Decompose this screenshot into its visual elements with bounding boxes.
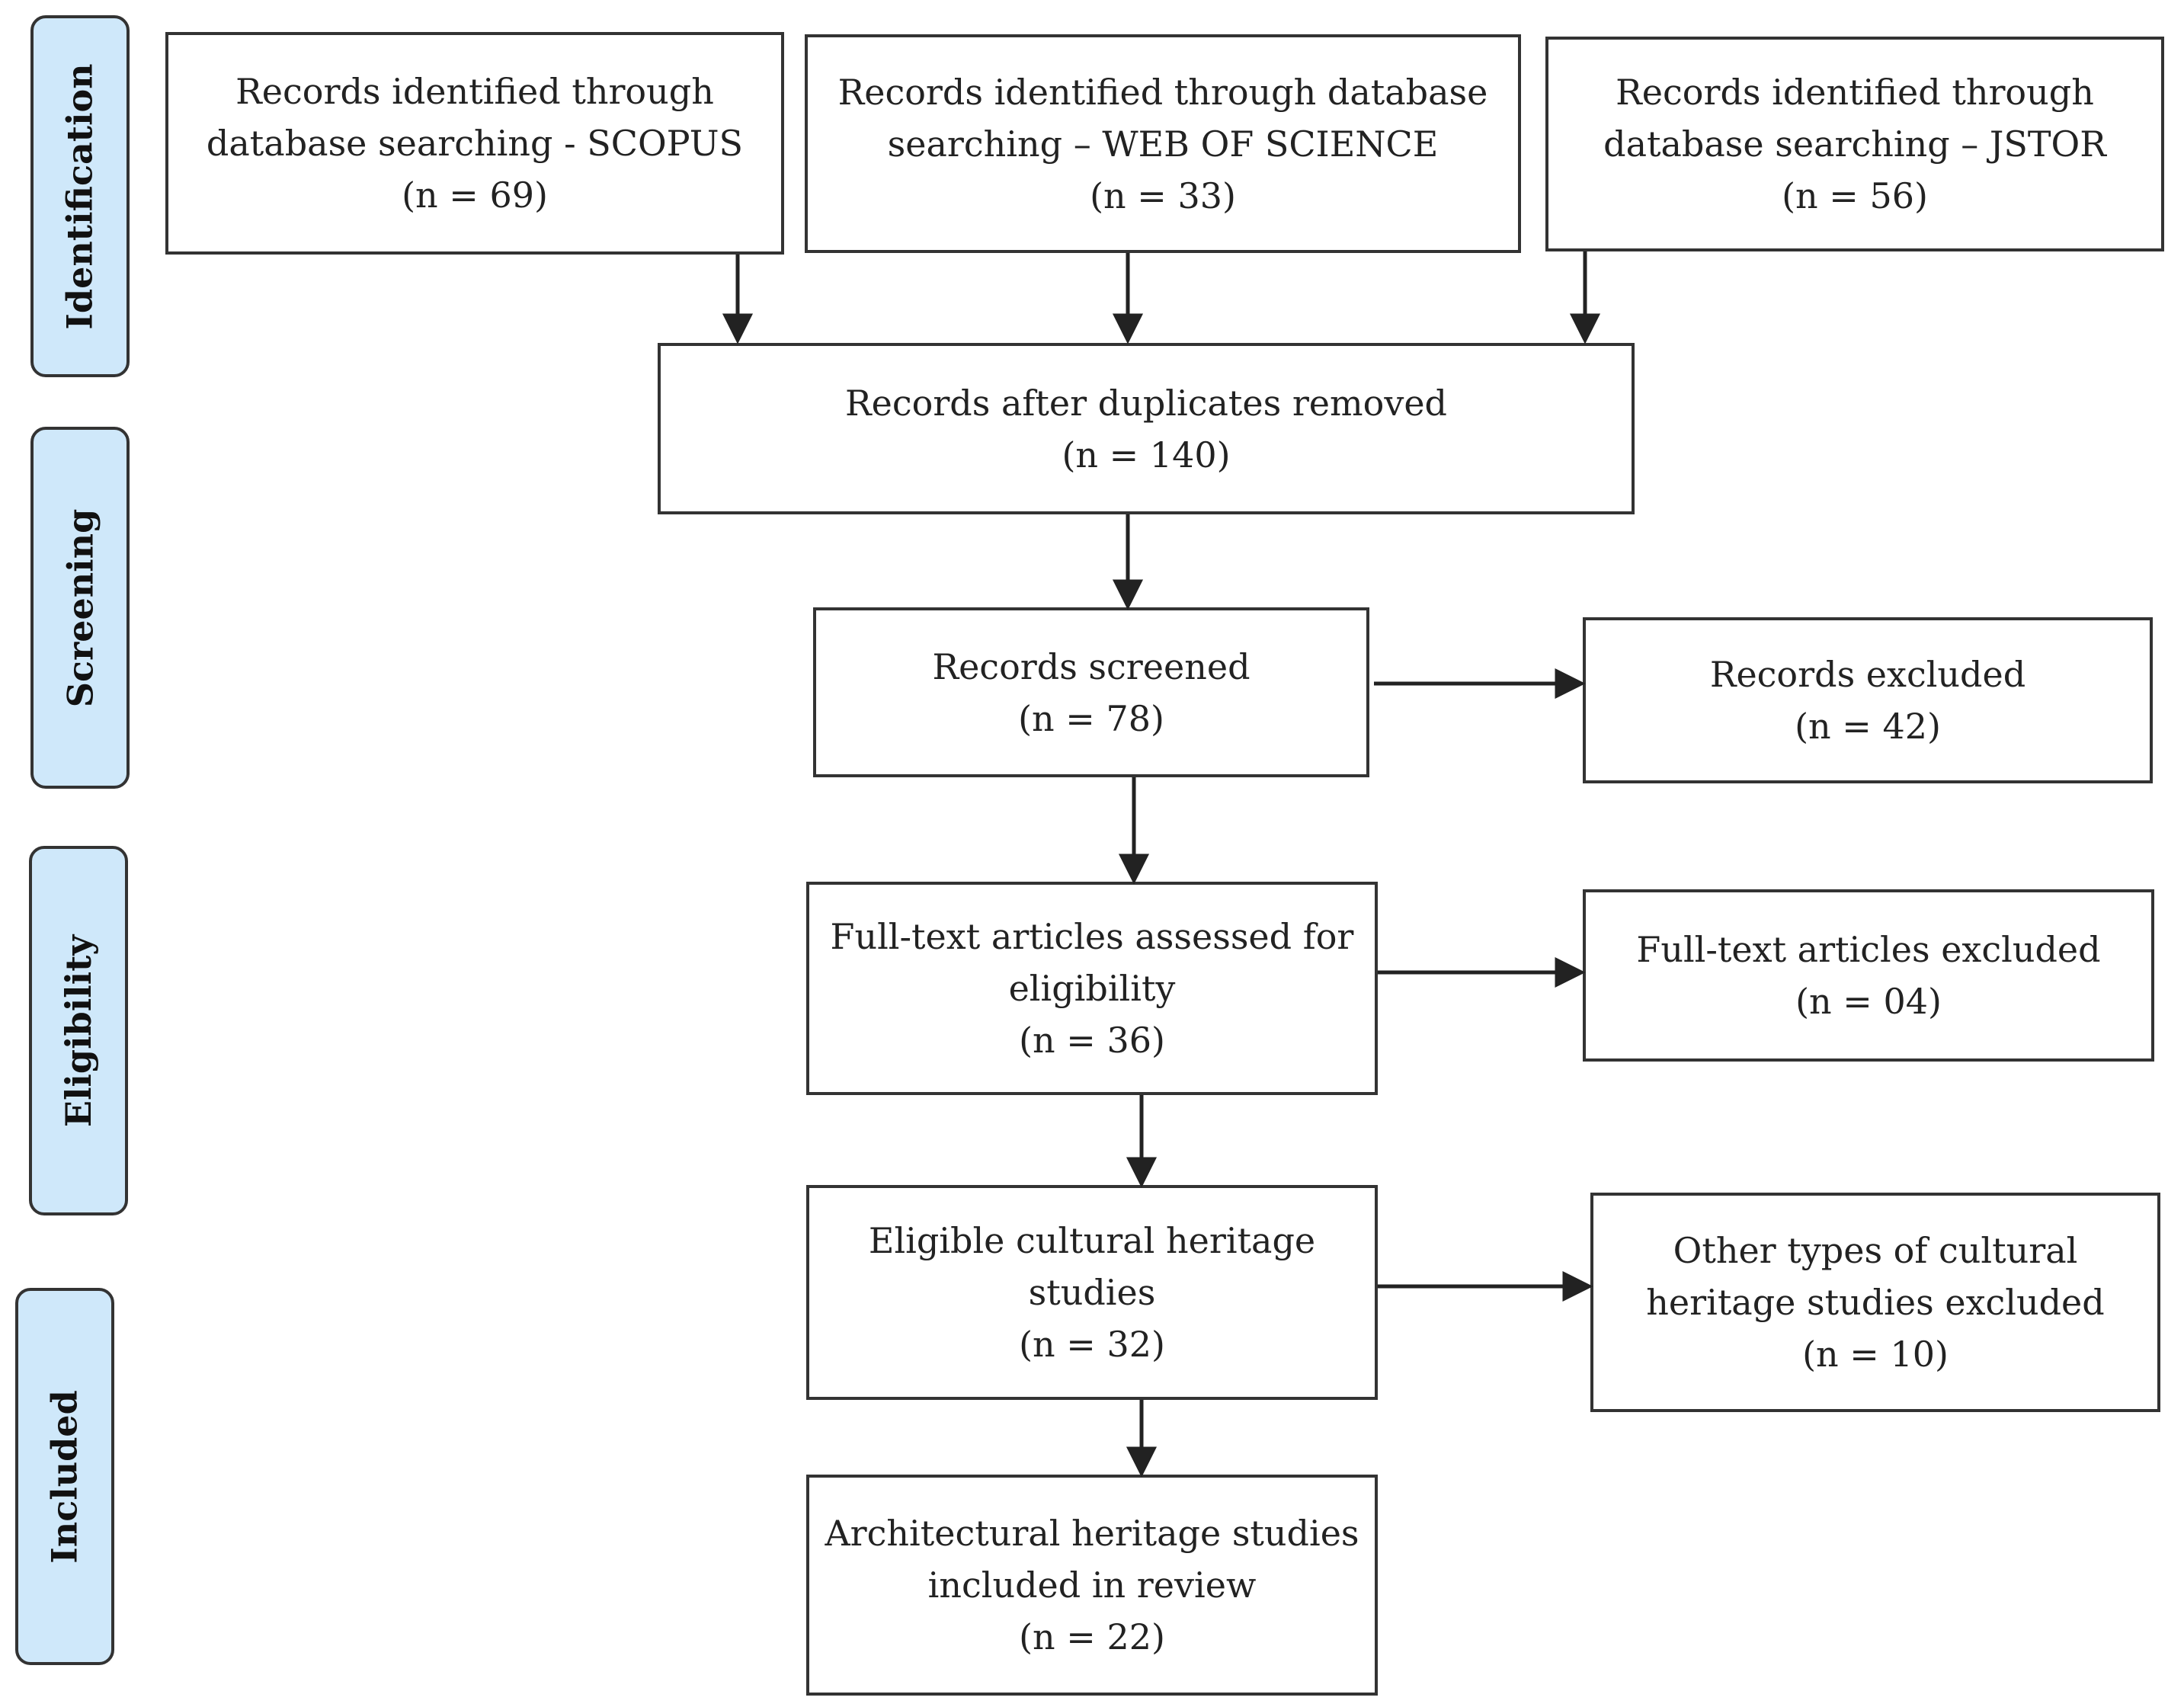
box-scopus-records: Records identified through database sear… bbox=[165, 32, 784, 255]
excluded-line1: Records excluded bbox=[1709, 654, 2026, 695]
phase-eligibility-label: Eligibility bbox=[58, 934, 99, 1127]
duplicates-count: (n = 140) bbox=[1062, 434, 1231, 476]
phase-identification-label: Identification bbox=[59, 62, 101, 330]
jstor-count: (n = 56) bbox=[1782, 175, 1928, 216]
arrowhead-fulltext-excluded bbox=[1555, 956, 1586, 988]
box-duplicates-removed: Records after duplicates removed (n = 14… bbox=[658, 343, 1635, 514]
box-other-excluded: Other types of cultural heritage studies… bbox=[1590, 1193, 2160, 1412]
arrowhead-eligible-other bbox=[1562, 1270, 1593, 1302]
arrowhead-screened-excluded bbox=[1555, 668, 1586, 700]
fulltext-assessed-line2: eligibility bbox=[1008, 968, 1176, 1009]
box-fulltext-assessed: Full-text articles assessed for eligibil… bbox=[806, 882, 1378, 1095]
box-jstor-records: Records identified through database sear… bbox=[1545, 37, 2164, 251]
screened-line1: Records screened bbox=[932, 645, 1251, 687]
screened-count: (n = 78) bbox=[1018, 697, 1164, 739]
other-excluded-line2: heritage studies excluded bbox=[1646, 1282, 2105, 1323]
box-records-excluded: Records excluded (n = 42) bbox=[1583, 617, 2153, 783]
arrowhead-fulltext-eligible bbox=[1126, 1157, 1158, 1188]
box-eligible-studies: Eligible cultural heritage studies (n = … bbox=[806, 1185, 1378, 1400]
eligible-count: (n = 32) bbox=[1019, 1324, 1165, 1365]
included-line1: Architectural heritage studies bbox=[825, 1513, 1359, 1554]
phase-eligibility: Eligibility bbox=[29, 846, 128, 1215]
scopus-count: (n = 69) bbox=[402, 175, 548, 216]
box-records-screened: Records screened (n = 78) bbox=[813, 607, 1369, 777]
fulltext-excluded-count: (n = 04) bbox=[1795, 981, 1942, 1022]
jstor-line1: Records identified through bbox=[1616, 72, 2094, 113]
phase-included-label: Included bbox=[44, 1389, 86, 1564]
phase-included: Included bbox=[15, 1288, 114, 1665]
arrowhead-duplicates bbox=[1112, 579, 1144, 610]
arrowhead-jstor bbox=[1569, 313, 1601, 344]
arrowhead-screened-fulltext bbox=[1118, 854, 1150, 885]
other-excluded-count: (n = 10) bbox=[1802, 1334, 1949, 1375]
wos-count: (n = 33) bbox=[1090, 175, 1236, 216]
included-count: (n = 22) bbox=[1019, 1616, 1165, 1657]
phase-identification: Identification bbox=[30, 15, 130, 377]
wos-line1: Records identified through database bbox=[837, 71, 1488, 113]
box-included-studies: Architectural heritage studies included … bbox=[806, 1475, 1378, 1696]
eligible-line2: studies bbox=[1028, 1272, 1156, 1313]
arrowhead-wos bbox=[1112, 313, 1144, 344]
scopus-line1: Records identified through bbox=[235, 71, 714, 112]
arrowhead-eligible-included bbox=[1126, 1446, 1158, 1478]
fulltext-assessed-line1: Full-text articles assessed for bbox=[830, 916, 1354, 957]
fulltext-assessed-count: (n = 36) bbox=[1019, 1020, 1165, 1061]
box-wos-records: Records identified through database sear… bbox=[805, 34, 1521, 253]
wos-line2: searching – WEB OF SCIENCE bbox=[887, 123, 1439, 165]
fulltext-excluded-line1: Full-text articles excluded bbox=[1636, 929, 2101, 970]
excluded-count: (n = 42) bbox=[1795, 706, 1941, 747]
duplicates-line1: Records after duplicates removed bbox=[845, 382, 1447, 424]
scopus-line2: database searching - SCOPUS bbox=[206, 123, 744, 164]
box-fulltext-excluded: Full-text articles excluded (n = 04) bbox=[1583, 889, 2154, 1062]
other-excluded-line1: Other types of cultural bbox=[1673, 1230, 2078, 1271]
jstor-line2: database searching – JSTOR bbox=[1603, 123, 2106, 165]
eligible-line1: Eligible cultural heritage bbox=[868, 1220, 1316, 1261]
phase-screening: Screening bbox=[30, 427, 130, 789]
arrowhead-scopus bbox=[722, 313, 754, 344]
included-line2: included in review bbox=[927, 1564, 1257, 1606]
phase-screening-label: Screening bbox=[59, 508, 101, 707]
